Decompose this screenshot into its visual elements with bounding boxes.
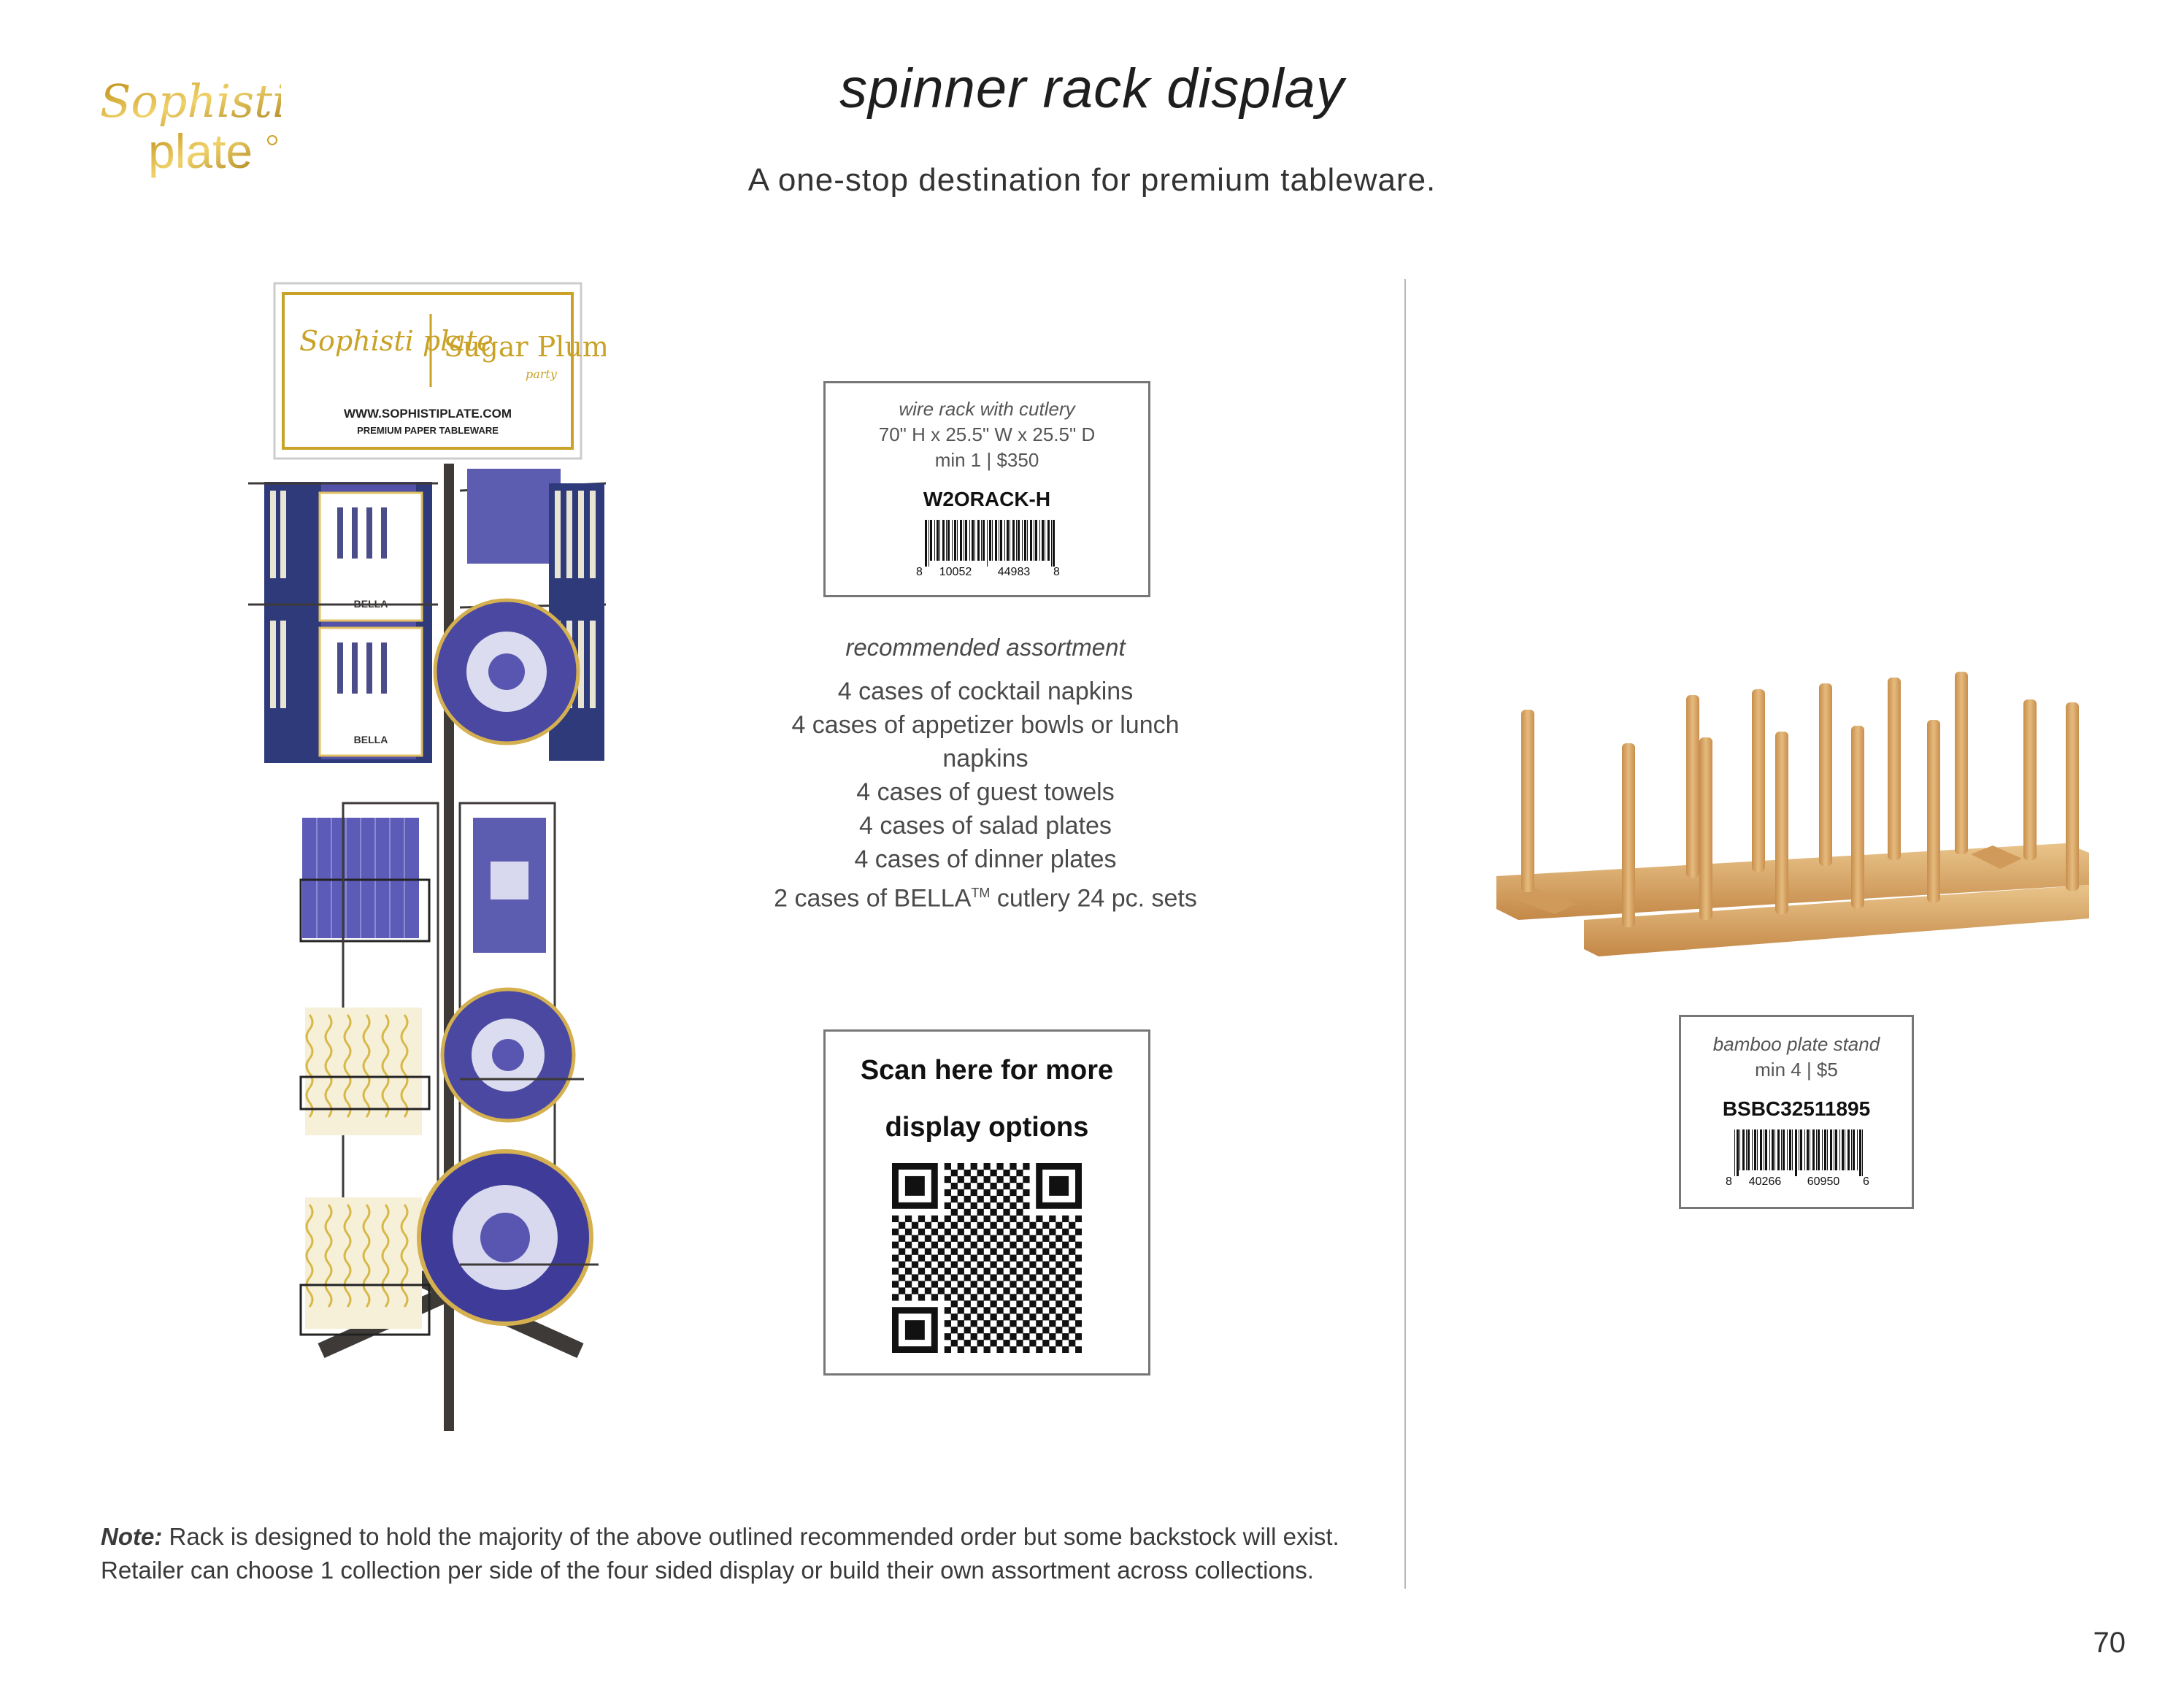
qr-caption-line2: display options	[885, 1112, 1089, 1143]
column-divider	[1404, 279, 1406, 1589]
barcode-digit-check: 8	[1053, 566, 1060, 577]
bamboo-stand-info-box: bamboo plate stand min 4 | $5 BSBC325118…	[1679, 1015, 1914, 1209]
note-label: Note:	[101, 1523, 163, 1550]
note-paragraph: Note: Rack is designed to hold the major…	[101, 1520, 1342, 1587]
assortment-heading: recommended assortment	[845, 634, 1126, 661]
assortment-item: 4 cases of appetizer bowls or lunch	[791, 711, 1180, 739]
qr-code[interactable]	[892, 1163, 1082, 1353]
barcode-digit-check: 6	[1863, 1175, 1869, 1186]
assortment-item: 4 cases of salad plates	[859, 812, 1112, 840]
barcode-digit-lead: 8	[1726, 1175, 1732, 1186]
assortment-item: 4 cases of dinner plates	[854, 845, 1117, 873]
bamboo-stand-name: bamboo plate stand	[1712, 1033, 1880, 1055]
trademark-mark: TM	[971, 886, 991, 900]
qr-code-box: Scan here for more display options	[823, 1029, 1150, 1376]
barcode-digit-lead: 8	[916, 566, 923, 577]
bamboo-stand-min-price: min 4 | $5	[1755, 1059, 1838, 1081]
wire-rack-barcode: 8 10052 44983 8	[916, 520, 1060, 577]
logo-line2: plate	[148, 124, 253, 178]
page-subtitle: A one-stop destination for premium table…	[747, 162, 1437, 198]
assortment-item: 4 cases of cocktail napkins	[837, 678, 1134, 705]
page-number: 70	[2093, 1627, 2126, 1659]
wire-rack-name: wire rack with cutlery	[899, 398, 1075, 420]
note-text: Rack is designed to hold the majority of…	[101, 1523, 1339, 1584]
cutlery-suffix: cutlery 24 pc. sets	[990, 884, 1197, 913]
sophistiplate-logo: Sophisti plate	[100, 74, 281, 178]
page-title: spinner rack display	[839, 58, 1345, 120]
sign-brand-right-small: party	[526, 367, 558, 381]
wire-rack-sku: W2ORACK-H	[923, 488, 1051, 510]
bamboo-plate-stand-image	[1496, 672, 2089, 956]
barcode-group-2: 44983	[998, 566, 1031, 577]
sign-url: WWW.SOPHISTIPLATE.COM	[344, 407, 512, 421]
sign-tagline: PREMIUM PAPER TABLEWARE	[357, 425, 499, 436]
wire-rack-min-price: min 1 | $350	[934, 449, 1039, 471]
rack-header-sign	[273, 282, 582, 460]
assortment-item-cutlery: 2 cases of BELLATM cutlery 24 pc. sets	[759, 876, 1212, 915]
pack-label-2: BELLA	[354, 734, 388, 745]
spinner-rack-image: Sophisti plate Sugar Plum party WWW.SOPH…	[248, 282, 606, 1431]
cutlery-prefix: 2 cases of BELLA	[774, 884, 972, 913]
barcode-group-1: 40266	[1749, 1175, 1782, 1186]
assortment-item: napkins	[942, 745, 1028, 772]
bamboo-stand-barcode: 8 40266 60950 6	[1726, 1129, 1869, 1186]
recommended-assortment: recommended assortment 4 cases of cockta…	[759, 634, 1212, 915]
wire-rack-info-box: wire rack with cutlery 70" H x 25.5" W x…	[823, 381, 1150, 597]
qr-caption-line1: Scan here for more	[860, 1055, 1114, 1086]
logo-line1: Sophisti	[100, 74, 281, 128]
sign-brand-right: Sugar Plum	[444, 331, 606, 363]
wire-rack-dimensions: 70" H x 25.5" W x 25.5" D	[878, 423, 1096, 445]
assortment-item: 4 cases of guest towels	[856, 778, 1115, 806]
bamboo-stand-sku: BSBC32511895	[1722, 1097, 1871, 1120]
sign-brand-left: Sophisti plate	[299, 325, 493, 357]
barcode-group-1: 10052	[939, 566, 972, 577]
barcode-group-2: 60950	[1807, 1175, 1840, 1186]
